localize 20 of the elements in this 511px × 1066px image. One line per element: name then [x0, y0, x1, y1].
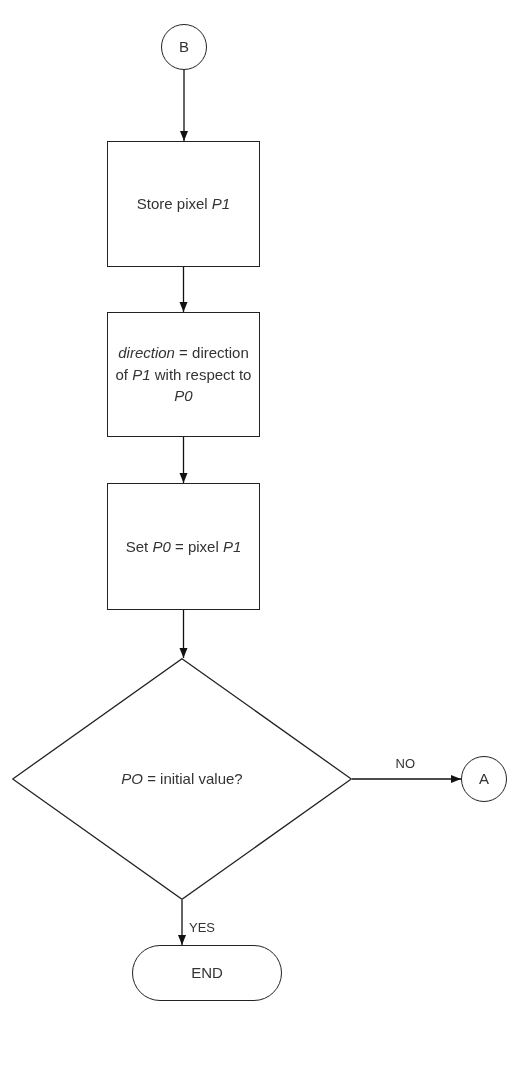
node-text: direction = direction of P1 with respect to P0 — [114, 342, 253, 407]
arrow — [177, 899, 187, 946]
arrow — [179, 266, 188, 313]
arrow — [179, 436, 188, 484]
node-text: Store pixel P1 — [135, 194, 232, 215]
edge-label: NO — [394, 757, 416, 770]
node-text: PO = initial value? — [120, 769, 244, 790]
process-box — [107, 312, 260, 437]
arrow — [179, 609, 188, 659]
arrow — [179, 69, 189, 142]
process-box — [107, 483, 260, 610]
process-box — [107, 141, 260, 267]
node-text: B — [179, 37, 189, 58]
decision-diamond — [12, 658, 352, 900]
edge-label: YES — [188, 920, 216, 934]
node-text: A — [479, 769, 489, 790]
node-text: END — [190, 963, 224, 984]
terminator — [132, 945, 282, 1001]
node-text: Set P0 = pixel P1 — [124, 536, 243, 557]
arrow — [351, 774, 462, 784]
